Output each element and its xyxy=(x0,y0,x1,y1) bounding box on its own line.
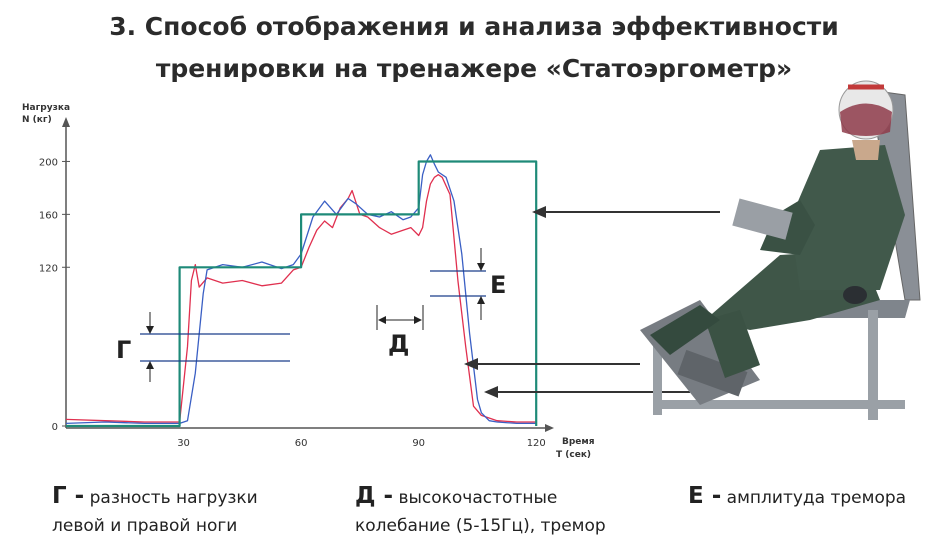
annotation-g-label: Г xyxy=(116,336,131,364)
y-axis-label-line-1: Нагрузка xyxy=(22,103,70,113)
annotation-d: Д xyxy=(376,305,424,358)
x-axis-arrow xyxy=(545,424,554,432)
page-title-line-2: тренировки на тренажере «Статоэргометр» xyxy=(155,54,793,83)
legend-g-text-1: разность нагрузки xyxy=(89,488,258,508)
legend-g-text-2: левой и правой ноги xyxy=(52,516,238,536)
x-tick-label: 120 xyxy=(527,438,546,449)
series-target-load-line xyxy=(66,160,538,428)
y-tick-label: 200 xyxy=(39,157,58,168)
legend-g-key: Г - xyxy=(52,483,85,509)
x-tick-label: 90 xyxy=(412,438,425,449)
pointer-arrow-top xyxy=(532,206,720,218)
annotation-e-label: Е xyxy=(490,271,506,299)
legend-e-key: Е - xyxy=(688,483,722,509)
legend-e: Е - амплитуда тремора xyxy=(688,482,906,512)
series-right-leg-line xyxy=(65,174,537,423)
pointer-arrow-middle xyxy=(464,358,640,370)
legend-d-key: Д - xyxy=(355,483,394,509)
page-title-line-1: 3. Способ отображения и анализа эффектив… xyxy=(109,12,839,41)
x-tick-label: 60 xyxy=(295,438,308,449)
legend-e-text-1: амплитуда тремора xyxy=(726,488,907,508)
y-tick-label: 120 xyxy=(39,263,58,274)
legend-d-text-2: колебание (5-15Гц), тремор xyxy=(355,516,606,536)
y-axis-arrow xyxy=(62,117,70,127)
athlete-on-statoergometer-illustration xyxy=(640,80,921,420)
y-axis-label-line-2: N (кг) xyxy=(22,115,52,125)
series-left-leg-line xyxy=(65,154,537,425)
x-axis-label-line-2: Т (сек) xyxy=(556,450,591,460)
legend-g: Г - разность нагрузки левой и правой ног… xyxy=(52,482,258,540)
legend-d: Д - высокочастотные колебание (5-15Гц), … xyxy=(355,482,606,540)
annotation-g: Г xyxy=(116,312,290,382)
y-tick-label: 160 xyxy=(39,210,58,221)
annotation-d-label: Д xyxy=(388,330,409,358)
x-tick-label: 30 xyxy=(177,438,190,449)
y-tick-label: 0 xyxy=(52,422,58,433)
legend-d-text-1: высокочастотные xyxy=(398,488,558,508)
chart-area: Нагрузка N (кг) Время Т (сек) 30 60 90 120 0… xyxy=(22,80,921,460)
annotation-e: Е xyxy=(430,248,506,320)
x-axis-label-line-1: Время xyxy=(562,437,595,447)
